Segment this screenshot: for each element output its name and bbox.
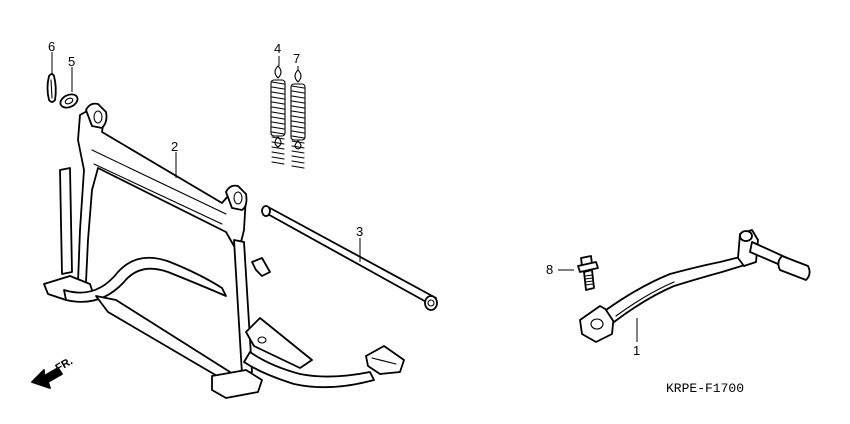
stand-shaft xyxy=(261,205,438,311)
spring-4 xyxy=(270,65,286,165)
callout-7: 7 xyxy=(293,51,300,66)
callout-4: 4 xyxy=(274,41,281,56)
direction-label: FR. xyxy=(54,355,75,374)
main-stand xyxy=(43,102,405,399)
spring-7 xyxy=(290,69,306,169)
callout-8: 8 xyxy=(546,262,553,277)
kick-lever xyxy=(579,229,811,343)
callout-1: 1 xyxy=(633,343,640,358)
callout-3: 3 xyxy=(356,224,363,239)
bolt xyxy=(577,255,599,291)
cotter-pin xyxy=(46,73,57,103)
drawing-code: KRPE-F1700 xyxy=(666,381,744,396)
front-direction-arrow xyxy=(31,367,63,389)
washer xyxy=(59,93,79,109)
callout-6: 6 xyxy=(48,39,55,54)
callout-5: 5 xyxy=(68,54,75,69)
callout-2: 2 xyxy=(171,139,178,154)
